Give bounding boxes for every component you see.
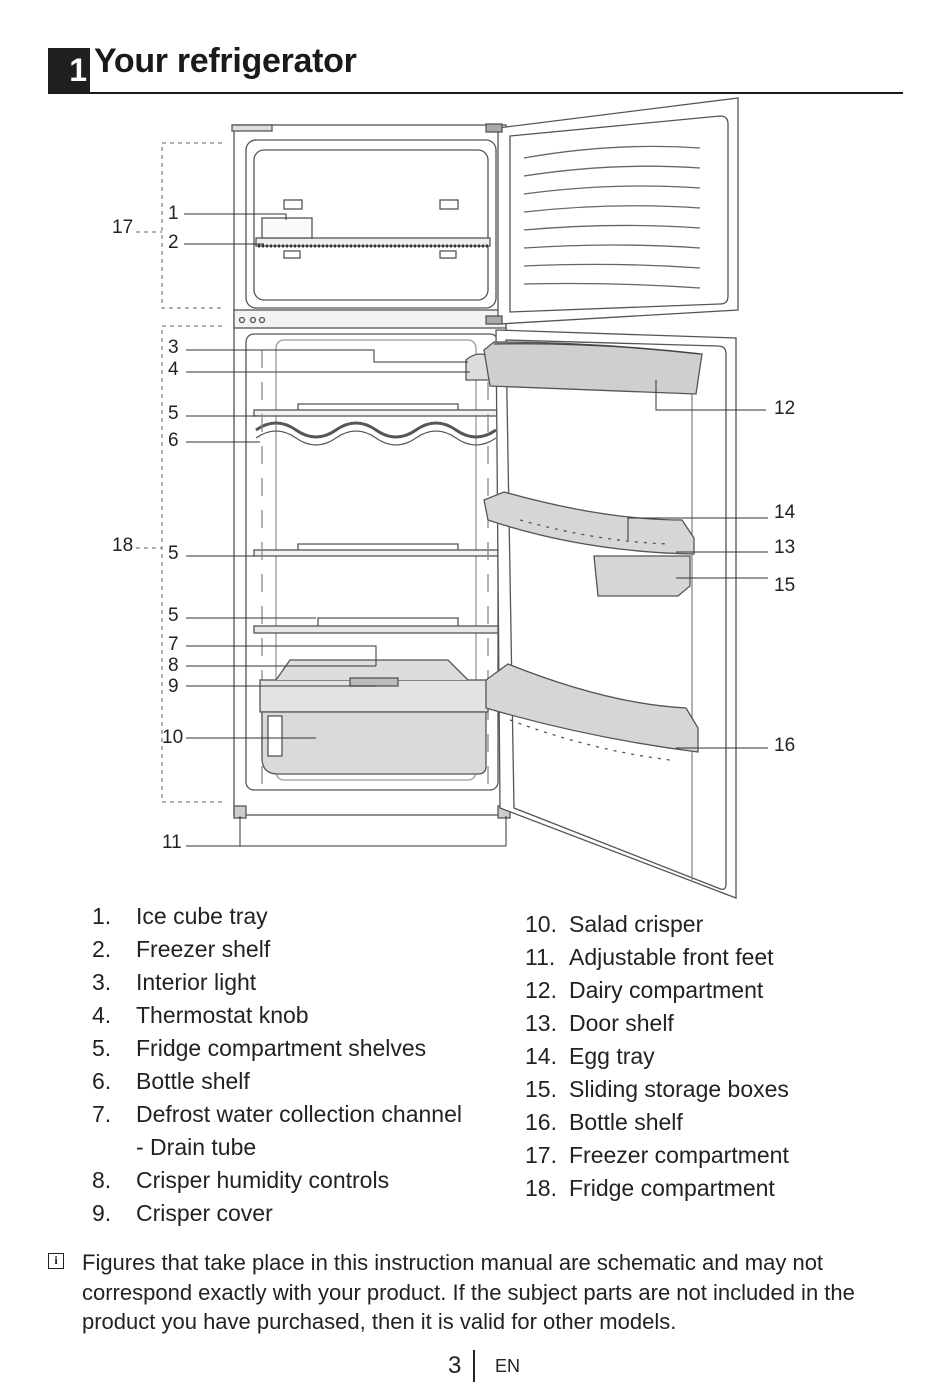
- callout-15: 15: [774, 575, 795, 596]
- crisper-cover-top: [275, 659, 469, 681]
- callout-11: 11: [162, 832, 182, 853]
- fridge-shelf-top: [253, 409, 499, 417]
- page-title: Your refrigerator: [94, 42, 357, 80]
- callout-8: 8: [168, 655, 179, 676]
- chapter-number: 1: [69, 52, 87, 88]
- legend-item: 17.Freezer compartment: [525, 1142, 789, 1168]
- shelf-clip-left-low: [283, 250, 301, 259]
- legend-item: 2.Freezer shelf: [92, 936, 271, 962]
- legend-item: 9.Crisper cover: [92, 1200, 273, 1226]
- note-text: Figures that take place in this instruct…: [82, 1250, 855, 1334]
- legend-item: 15.Sliding storage boxes: [525, 1076, 789, 1102]
- chapter-header: 1 Your refrigerator: [48, 40, 903, 94]
- callout-10: 10: [162, 727, 183, 748]
- language-code: EN: [495, 1356, 521, 1376]
- footer-separator: [473, 1350, 475, 1382]
- callout-17: 17: [112, 217, 133, 238]
- callout-18: 18: [112, 535, 133, 556]
- ice-cube-tray: [261, 217, 313, 239]
- freezer-door-liner: [509, 115, 729, 313]
- fridge-door: [495, 329, 737, 899]
- shelf-clip-right: [439, 199, 459, 210]
- legend-item: 4.Thermostat knob: [92, 1002, 309, 1028]
- freezer-door-hinge: [485, 123, 503, 133]
- freezer-cavity: [245, 139, 497, 309]
- compartment-divider: [233, 309, 507, 329]
- legend-item: 8.Crisper humidity controls: [92, 1167, 390, 1193]
- header-rule: [48, 92, 903, 94]
- legend-item: 12.Dairy compartment: [525, 977, 764, 1003]
- refrigerator-diagram: 1 2 17 3 4 5 6 18 5 5 7 8 9 10 11 12 14 …: [112, 97, 796, 899]
- info-icon: i: [48, 1253, 64, 1269]
- legend-item: 6.Bottle shelf: [92, 1068, 250, 1094]
- callout-13: 13: [774, 537, 795, 558]
- fridge-door-hinge: [485, 315, 503, 325]
- callout-5c: 5: [168, 605, 179, 626]
- legend-item: 18.Fridge compartment: [525, 1175, 775, 1201]
- fridge-back-wall: [275, 339, 477, 781]
- legend-item: 3.Interior light: [92, 969, 257, 995]
- callout-7: 7: [168, 634, 179, 655]
- legend-item: 10.Salad crisper: [525, 911, 704, 937]
- legend-right: 10.Salad crisper 11.Adjustable front fee…: [525, 908, 925, 1205]
- freezer-inner-liner: [253, 149, 489, 301]
- legend-item: 11.Adjustable front feet: [525, 944, 774, 970]
- legend-left: 1.Ice cube tray 2.Freezer shelf 3.Interi…: [92, 900, 512, 1230]
- legend-item: 13.Door shelf: [525, 1010, 674, 1036]
- legend-item: 14.Egg tray: [525, 1043, 655, 1069]
- callout-12: 12: [774, 398, 795, 419]
- callout-1: 1: [168, 203, 179, 224]
- legend-item: 7.Defrost water collection channel- Drai…: [92, 1101, 462, 1160]
- chapter-number-box: 1: [48, 48, 90, 93]
- callout-3: 3: [168, 337, 179, 358]
- legend-item: 1.Ice cube tray: [92, 903, 268, 929]
- egg-tray: [519, 519, 671, 545]
- callout-5a: 5: [168, 403, 179, 424]
- dairy-compartment: [483, 341, 703, 395]
- crisper-handle: [267, 715, 283, 757]
- legend-item: 5.Fridge compartment shelves: [92, 1035, 427, 1061]
- sliding-storage-box: [593, 555, 691, 597]
- callout-2: 2: [168, 232, 179, 253]
- shelf-clip-right-low: [439, 250, 457, 259]
- door-shelf: [483, 491, 695, 555]
- cabinet-top-hinge: [231, 124, 273, 132]
- door-bottle-shelf: [485, 663, 699, 753]
- callout-9: 9: [168, 676, 179, 697]
- freezer-door-ridges: [523, 145, 701, 289]
- salad-crisper: [261, 711, 487, 775]
- fridge-shelf-bottom: [253, 625, 499, 634]
- fridge-shelf-middle: [253, 549, 499, 557]
- page-footer: 3 EN: [0, 1350, 950, 1384]
- callout-4: 4: [168, 359, 179, 380]
- callout-14: 14: [774, 502, 796, 523]
- freezer-door: [497, 97, 739, 325]
- fridge-door-liner: [505, 339, 727, 890]
- legend-item: 16.Bottle shelf: [525, 1109, 683, 1135]
- callout-16: 16: [774, 735, 795, 756]
- callout-6: 6: [168, 430, 179, 451]
- freezer-shelf: [255, 237, 491, 247]
- crisper-humidity-control: [349, 677, 399, 687]
- page-number: 3: [448, 1352, 462, 1379]
- freezer-bracket: [161, 142, 222, 309]
- bottle-shelf-wave: [255, 421, 497, 439]
- shelf-clip-left: [283, 199, 303, 210]
- fridge-bracket: [161, 325, 222, 803]
- callout-5b: 5: [168, 543, 179, 564]
